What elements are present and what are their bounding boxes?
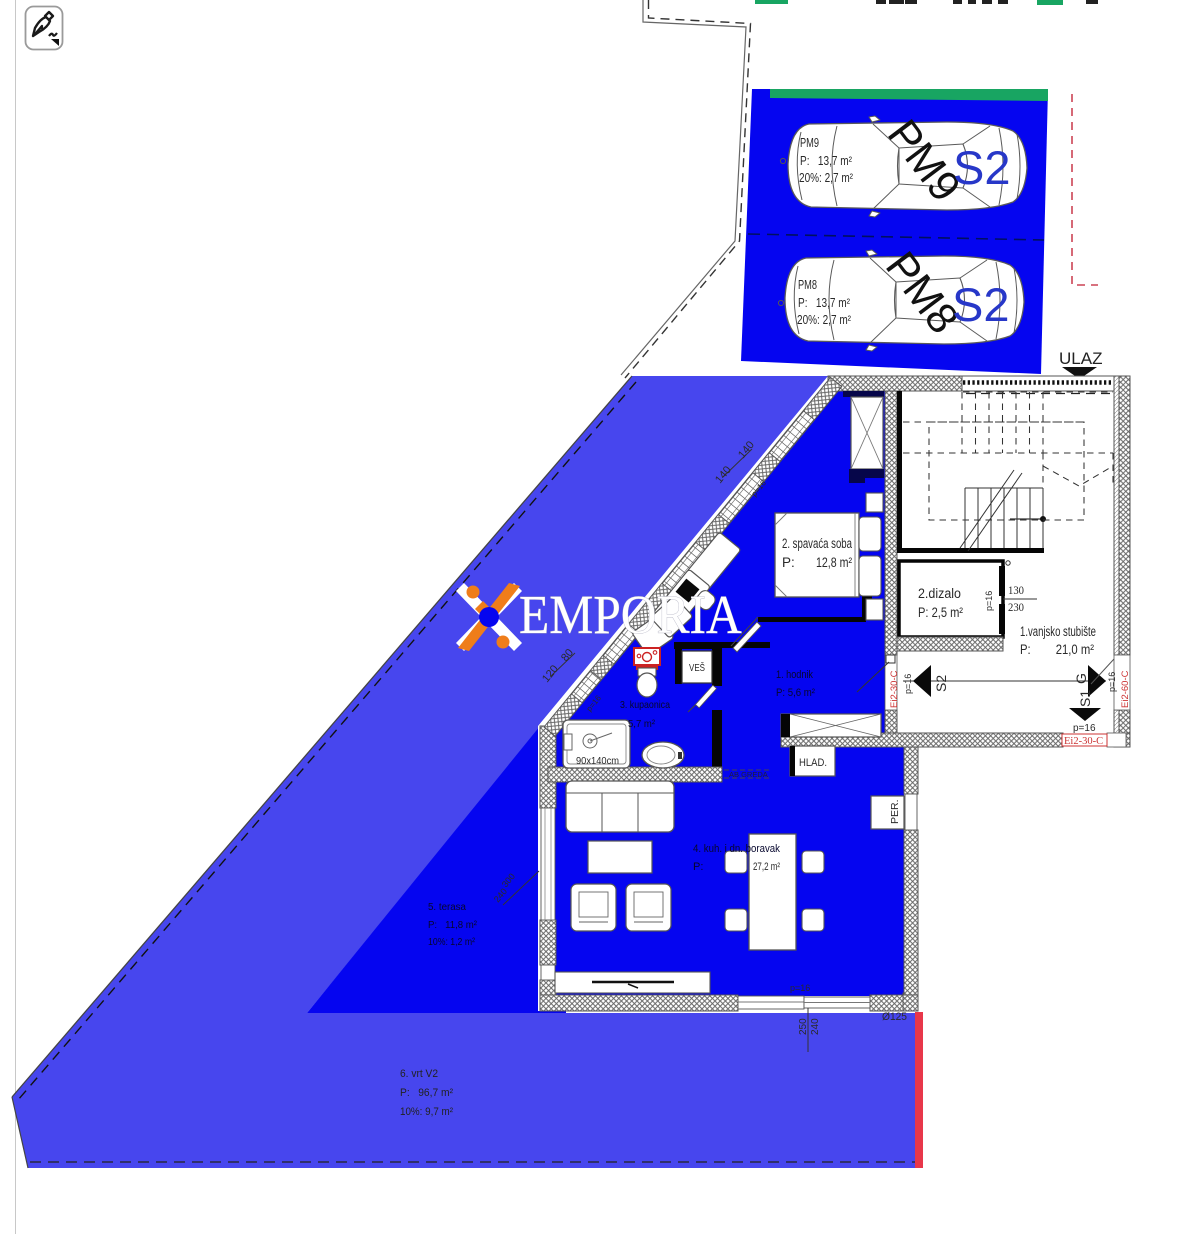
svg-text:2.dizalo: 2.dizalo <box>918 586 961 601</box>
svg-text:p=16: p=16 <box>903 674 913 694</box>
svg-text:AB GREDA: AB GREDA <box>729 770 768 779</box>
svg-text:20%: 2,7 m²: 20%: 2,7 m² <box>797 312 852 327</box>
svg-text:20%: 2,7 m²: 20%: 2,7 m² <box>799 170 854 185</box>
svg-text:230: 230 <box>1008 602 1024 614</box>
svg-text:P: 13,7 m²: P: 13,7 m² <box>800 153 853 168</box>
svg-text:EMPORIA: EMPORIA <box>519 585 742 646</box>
svg-text:P: 21,0 m²: P: 21,0 m² <box>1020 642 1094 657</box>
svg-text:P:: P: <box>693 861 703 873</box>
svg-text:p=16: p=16 <box>1073 723 1096 734</box>
svg-text:6. vrt V2: 6. vrt V2 <box>400 1068 438 1080</box>
svg-text:HLAD.: HLAD. <box>799 757 827 769</box>
svg-text:p=16: p=16 <box>790 983 810 993</box>
svg-text:S2: S2 <box>952 278 1010 331</box>
svg-text:S1: S1 <box>1077 690 1093 707</box>
svg-text:PM8: PM8 <box>798 277 817 292</box>
svg-text:Ø125: Ø125 <box>882 1011 907 1023</box>
svg-text:p=16: p=16 <box>984 591 994 611</box>
svg-text:G: G <box>1073 673 1089 684</box>
svg-text:S2: S2 <box>953 141 1011 194</box>
svg-text:Ei2-30-C: Ei2-30-C <box>1064 736 1103 747</box>
svg-text:PER.: PER. <box>889 799 901 824</box>
svg-text:Ei2-60-C: Ei2-60-C <box>1120 670 1131 708</box>
svg-text:130: 130 <box>1008 585 1024 597</box>
svg-text:10%: 1,2 m²: 10%: 1,2 m² <box>428 937 476 948</box>
svg-text:p=16: p=16 <box>1107 672 1117 692</box>
svg-text:240: 240 <box>810 1018 821 1035</box>
svg-text:90x140cm: 90x140cm <box>576 755 619 767</box>
svg-text:27,2 m²: 27,2 m² <box>753 861 780 873</box>
svg-text:10%: 9,7 m²: 10%: 9,7 m² <box>400 1106 453 1118</box>
svg-text:5,7 m²: 5,7 m² <box>628 718 655 730</box>
svg-text:P: 11,8 m²: P: 11,8 m² <box>428 920 478 931</box>
svg-text:Ei2-30-C: Ei2-30-C <box>889 670 900 708</box>
svg-text:ULAZ: ULAZ <box>1059 349 1102 368</box>
svg-text:250: 250 <box>798 1018 809 1035</box>
svg-text:P: 96,7 m²: P: 96,7 m² <box>400 1087 453 1099</box>
svg-text:VEŠ: VEŠ <box>689 661 705 674</box>
svg-text:1. hodnik: 1. hodnik <box>776 669 813 681</box>
svg-text:P: 5,6 m²: P: 5,6 m² <box>776 687 815 699</box>
svg-text:4. kuh. i dn. boravak: 4. kuh. i dn. boravak <box>693 843 780 855</box>
svg-text:3. kupaonica: 3. kupaonica <box>620 699 670 711</box>
svg-text:5. terasa: 5. terasa <box>428 902 466 913</box>
svg-text:P: 13,7 m²: P: 13,7 m² <box>798 295 851 310</box>
svg-text:2. spavaća soba: 2. spavaća soba <box>782 536 852 551</box>
svg-text:PM9: PM9 <box>800 135 819 150</box>
svg-text:S2: S2 <box>933 675 949 692</box>
svg-text:P: 2,5 m²: P: 2,5 m² <box>918 605 963 620</box>
svg-text:P:: P: <box>782 555 795 570</box>
svg-text:12,8 m²: 12,8 m² <box>816 555 852 570</box>
svg-text:1.vanjsko stubište: 1.vanjsko stubište <box>1020 624 1096 639</box>
